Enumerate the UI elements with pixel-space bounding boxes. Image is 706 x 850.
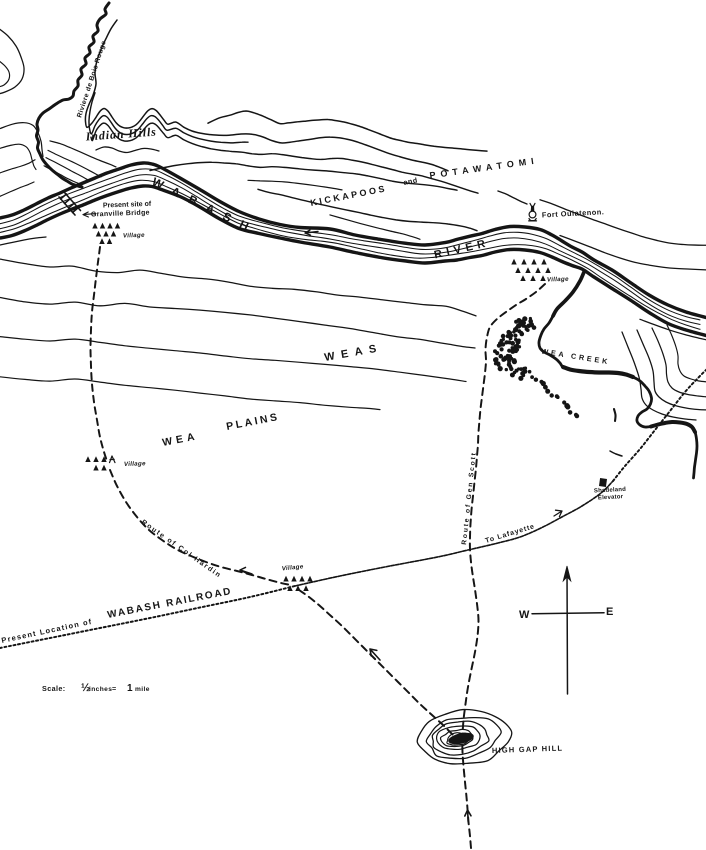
svg-text:Present site of: Present site of: [103, 201, 152, 210]
svg-text:Village: Village: [281, 563, 304, 572]
svg-text:Village: Village: [123, 232, 145, 240]
svg-text:Indian Hills: Indian Hills: [84, 125, 157, 144]
svg-text:W: W: [519, 609, 530, 621]
svg-text:Shadeland: Shadeland: [594, 487, 627, 495]
svg-text:Fort Ouiatenon.: Fort Ouiatenon.: [542, 207, 605, 219]
svg-text:E: E: [606, 606, 613, 618]
svg-text:Granville Bridge: Granville Bridge: [91, 209, 150, 218]
svg-text:HIGH GAP HILL: HIGH GAP HILL: [492, 744, 564, 755]
svg-text:Village: Village: [124, 460, 146, 468]
svg-text:Elevator: Elevator: [598, 494, 624, 501]
svg-text:and: and: [403, 175, 419, 187]
svg-text:Village: Village: [547, 276, 569, 284]
